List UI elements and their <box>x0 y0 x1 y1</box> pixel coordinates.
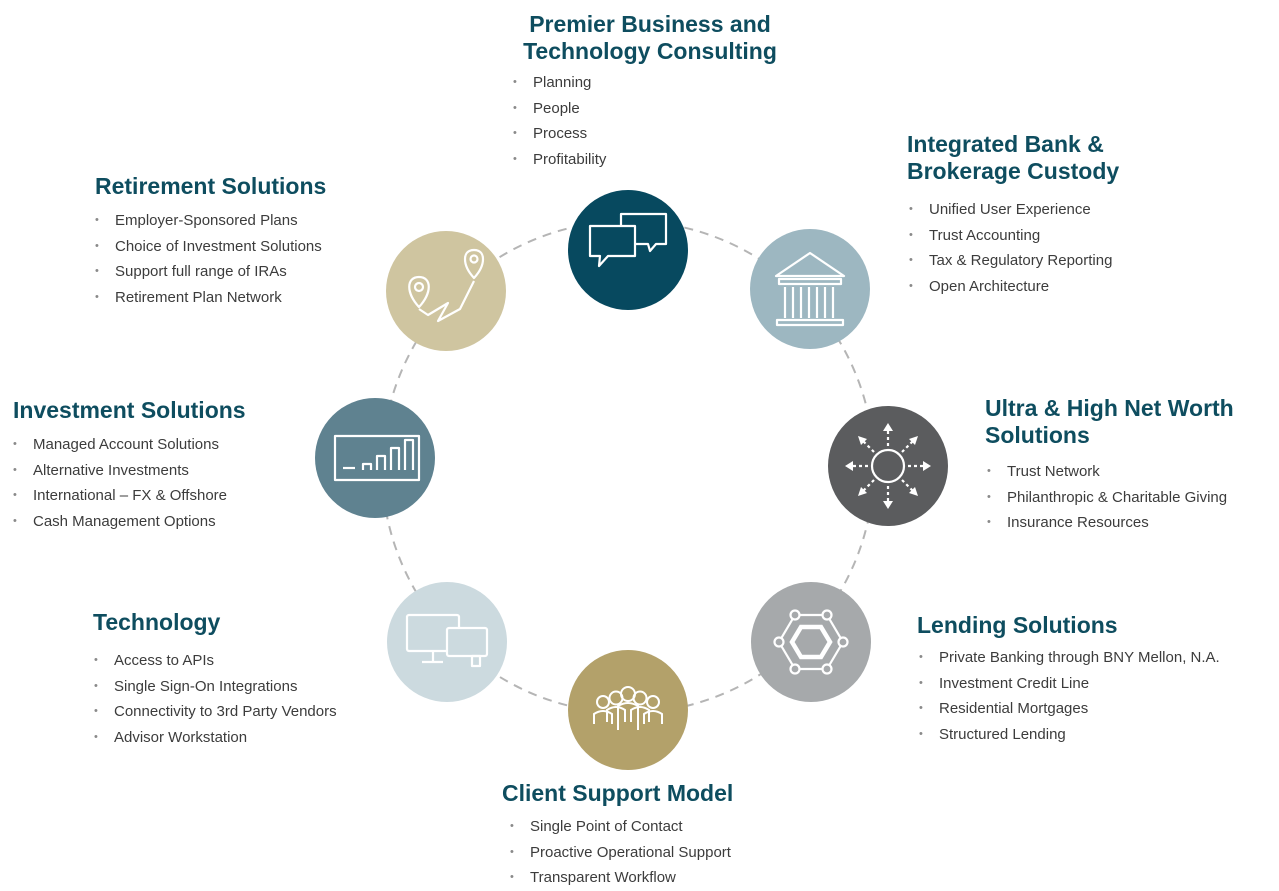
list-item: •Access to APIs <box>94 652 215 669</box>
list-item: •Trust Accounting <box>909 226 1041 244</box>
list-investment: •Managed Account Solutions •Alternative … <box>13 432 303 534</box>
node-client-support <box>568 650 688 770</box>
list-item: •International – FX & Offshore <box>13 487 227 504</box>
block-client-support: Client Support Model •Single Point of Co… <box>502 780 802 891</box>
list-item: •Process <box>513 125 588 142</box>
speech-bubbles-icon <box>588 212 668 268</box>
list-item: •Investment Credit Line <box>919 674 1090 692</box>
map-route-icon <box>408 248 485 323</box>
list-item: •Structured Lending <box>919 725 1066 743</box>
list-item: •Philanthropic & Charitable Giving <box>987 488 1228 506</box>
list-item: •Advisor Workstation <box>94 728 248 746</box>
block-investment: Investment Solutions •Managed Account So… <box>13 397 303 534</box>
node-custody <box>750 229 870 349</box>
list-item: •Employer-Sponsored Plans <box>95 212 298 229</box>
block-retirement: Retirement Solutions •Employer-Sponsored… <box>95 173 395 310</box>
list-item: •Tax & Regulatory Reporting <box>909 252 1113 269</box>
node-consulting <box>568 190 688 310</box>
list-item: •Planning <box>513 74 592 91</box>
list-item: •Proactive Operational Support <box>510 843 731 861</box>
list-item: •Transparent Workflow <box>510 869 676 886</box>
node-uhnw <box>828 406 948 526</box>
list-item: •Single Sign-On Integrations <box>94 677 298 695</box>
list-item: •Insurance Resources <box>987 514 1149 531</box>
bar-chart-icon <box>333 434 421 482</box>
heading-investment: Investment Solutions <box>13 397 246 423</box>
radiating-sun-icon <box>845 423 931 509</box>
list-item: •Connectivity to 3rd Party Vendors <box>94 703 337 720</box>
block-technology: Technology •Access to APIs •Single Sign-… <box>93 609 393 750</box>
list-item: •Open Architecture <box>909 277 1050 295</box>
bank-building-icon <box>774 251 846 327</box>
node-investment <box>315 398 435 518</box>
list-item: •Residential Mortgages <box>919 700 1089 717</box>
list-item: •Profitability <box>513 150 607 168</box>
heading-technology: Technology <box>93 609 221 635</box>
heading-client-support: Client Support Model <box>502 780 734 806</box>
list-item: •Cash Management Options <box>13 512 216 530</box>
list-item: •Unified User Experience <box>909 201 1091 218</box>
list-item: •Choice of Investment Solutions <box>95 237 322 255</box>
block-custody: Integrated Bank &Brokerage Custody •Unif… <box>907 131 1237 299</box>
node-retirement <box>386 231 506 351</box>
list-item: •Retirement Plan Network <box>95 288 282 306</box>
heading-custody: Integrated Bank &Brokerage Custody <box>907 131 1120 184</box>
people-group-icon <box>593 686 663 730</box>
block-lending: Lending Solutions •Private Banking throu… <box>917 612 1277 747</box>
monitors-icon <box>405 613 489 668</box>
list-item: •Alternative Investments <box>13 461 189 479</box>
list-retirement: •Employer-Sponsored Plans •Choice of Inv… <box>95 208 395 310</box>
list-item: •Support full range of IRAs <box>95 263 287 280</box>
list-item: •Private Banking through BNY Mellon, N.A… <box>919 649 1220 666</box>
heading-lending: Lending Solutions <box>917 612 1118 638</box>
list-client-support: •Single Point of Contact •Proactive Oper… <box>502 814 802 891</box>
hexagon-network-icon <box>773 609 849 675</box>
list-lending: •Private Banking through BNY Mellon, N.A… <box>917 645 1277 747</box>
list-item: •Managed Account Solutions <box>13 436 219 453</box>
list-item: •People <box>513 99 580 117</box>
node-lending <box>751 582 871 702</box>
list-item: •Single Point of Contact <box>510 818 683 835</box>
list-consulting: •Planning •People •Process •Profitabilit… <box>500 70 800 172</box>
list-custody: •Unified User Experience •Trust Accounti… <box>907 197 1237 299</box>
node-technology <box>387 582 507 702</box>
heading-retirement: Retirement Solutions <box>95 173 327 199</box>
list-technology: •Access to APIs •Single Sign-On Integrat… <box>93 648 393 750</box>
list-uhnw: •Trust Network •Philanthropic & Charitab… <box>985 459 1275 536</box>
list-item: •Trust Network <box>987 463 1100 480</box>
